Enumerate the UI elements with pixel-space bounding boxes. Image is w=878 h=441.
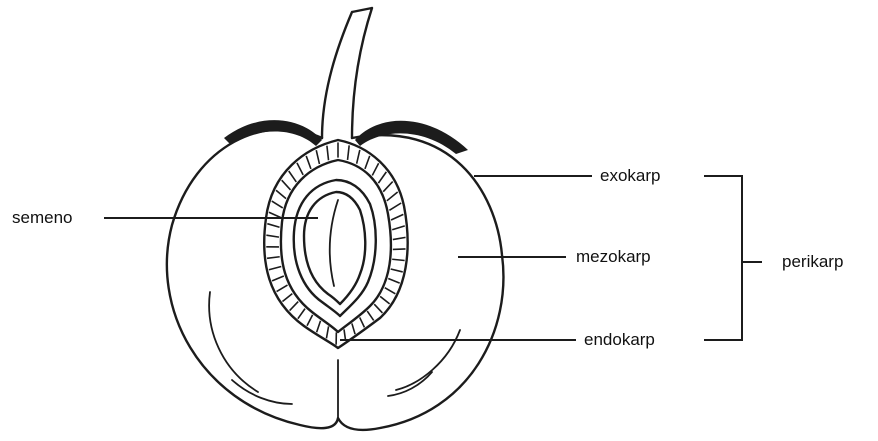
endocarp-hatch-mark [385, 288, 396, 294]
fruit-outline-exocarp [167, 129, 504, 430]
endocarp-hatch-mark [289, 171, 297, 182]
endocarp-hatch-mark [267, 224, 279, 228]
endocarp-hatch-mark [269, 212, 281, 217]
fruit-contour-left [209, 292, 258, 392]
endocarp-hatch-mark [372, 163, 378, 175]
endocarp-hatch-mark [290, 302, 299, 311]
endocarp-hatch-mark [378, 172, 386, 183]
endocarp-hatch-mark [326, 326, 328, 338]
endocarp-hatch-mark [266, 235, 279, 237]
endocarp-hatch-mark [357, 150, 360, 164]
seed-outer-outline [294, 180, 376, 316]
endocarp-hatch-mark [391, 269, 403, 272]
endocarp-hatch-mark [317, 321, 321, 333]
endocarp-hatch-mark [282, 294, 292, 302]
pericarp-bracket [704, 176, 762, 340]
endocarp-hatch-mark [277, 285, 288, 291]
label-seed: semeno [12, 208, 72, 228]
endocarp-hatch-mark [276, 190, 286, 198]
endocarp-hatch-mark [393, 237, 406, 239]
endocarp-hatch-mark [269, 266, 281, 269]
endocarp-hatch-mark [383, 182, 392, 192]
endocarp-hatch-mark [392, 226, 405, 230]
endocarp-hatch-mark [388, 279, 399, 284]
endocarp-hatch-mark [380, 296, 389, 303]
label-exocarp: exokarp [600, 166, 660, 186]
endocarp-outer-boundary [264, 140, 407, 348]
endocarp-hatch-mark [391, 214, 403, 220]
seed-embryo-line [330, 200, 338, 286]
endocarp-hatch-mark [272, 201, 283, 208]
endocarp-hatch-mark [327, 146, 329, 161]
endocarp-hatch-mark [365, 156, 370, 169]
label-endocarp: endokarp [584, 330, 655, 350]
endocarp-inner-boundary [281, 160, 391, 332]
endocarp-hatch-mark [348, 145, 350, 160]
endocarp-hatch-mark [387, 192, 398, 201]
endocarp-hatch-mark [267, 257, 280, 259]
endocarp-hatch-mark [316, 150, 319, 164]
label-mesocarp: mezokarp [576, 247, 651, 267]
endocarp-hatch-mark [297, 163, 303, 175]
endocarp-hatch-mark [272, 276, 284, 281]
endocarp-hatch-mark [367, 311, 373, 320]
endocarp-hatch-mark [306, 156, 311, 169]
label-pericarp: perikarp [782, 252, 843, 272]
endocarp-hatch-mark [389, 203, 401, 210]
endocarp-hatch-mark [360, 317, 365, 327]
endocarp-hatch-mark [282, 180, 291, 190]
endocarp-hatch-mark [352, 323, 355, 334]
endocarp-hatch-mark [392, 259, 404, 260]
endocarp-hatch-mark [298, 309, 305, 319]
endocarp-hatch-mark [374, 304, 382, 313]
fruit-stem [322, 8, 372, 138]
endocarp-hatch-mark [307, 315, 313, 326]
